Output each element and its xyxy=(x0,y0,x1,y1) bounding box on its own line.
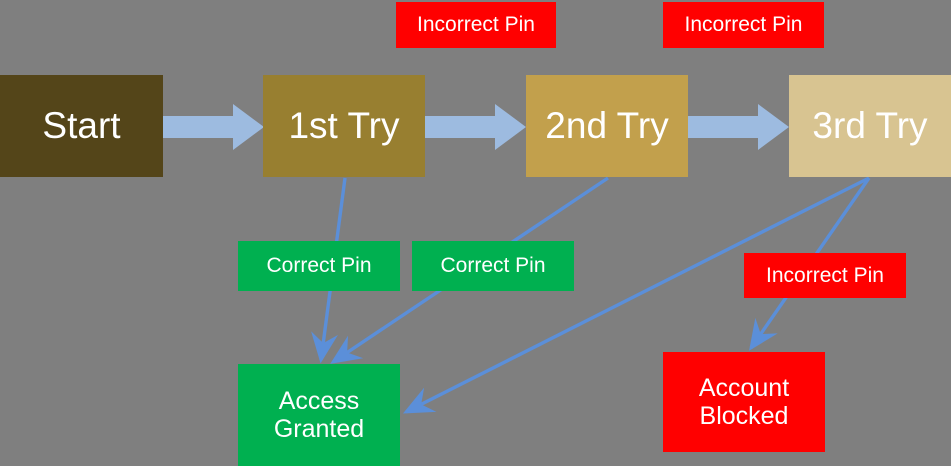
edge-label-incorrect-pin-1-text: Incorrect Pin xyxy=(417,13,535,37)
edge-label-correct-pin-1-text: Correct Pin xyxy=(266,254,372,278)
edge-label-incorrect-pin-2-text: Incorrect Pin xyxy=(684,13,803,37)
edge-label-correct-pin-1[interactable]: Correct Pin xyxy=(238,241,400,291)
state-node-3rd-try-label: 3rd Try xyxy=(812,105,928,147)
state-node-1st-try[interactable]: 1st Try xyxy=(263,75,425,177)
state-node-start-label: Start xyxy=(42,105,121,147)
arrow-1st-try-to-2nd-try xyxy=(425,104,526,150)
edge-label-incorrect-pin-3[interactable]: Incorrect Pin xyxy=(744,253,906,298)
edge-label-incorrect-pin-3-text: Incorrect Pin xyxy=(766,263,884,287)
state-node-2nd-try-label: 2nd Try xyxy=(545,105,669,147)
terminal-node-account-blocked-label: Account Blocked xyxy=(698,374,790,430)
terminal-node-access-granted-label: Access Granted xyxy=(273,387,365,443)
terminal-node-account-blocked[interactable]: Account Blocked xyxy=(663,352,825,452)
terminal-node-access-granted[interactable]: Access Granted xyxy=(238,364,400,466)
state-node-start[interactable]: Start xyxy=(0,75,163,177)
arrow-2nd-try-to-3rd-try xyxy=(688,104,789,150)
edge-label-incorrect-pin-1[interactable]: Incorrect Pin xyxy=(396,2,556,48)
arrow-start-to-1st-try xyxy=(163,104,264,150)
state-node-2nd-try[interactable]: 2nd Try xyxy=(526,75,688,177)
edge-label-correct-pin-2[interactable]: Correct Pin xyxy=(412,241,574,291)
state-node-3rd-try[interactable]: 3rd Try xyxy=(789,75,951,177)
state-node-1st-try-label: 1st Try xyxy=(288,105,400,147)
edge-label-incorrect-pin-2[interactable]: Incorrect Pin xyxy=(663,2,824,48)
edge-label-correct-pin-2-text: Correct Pin xyxy=(440,254,546,278)
